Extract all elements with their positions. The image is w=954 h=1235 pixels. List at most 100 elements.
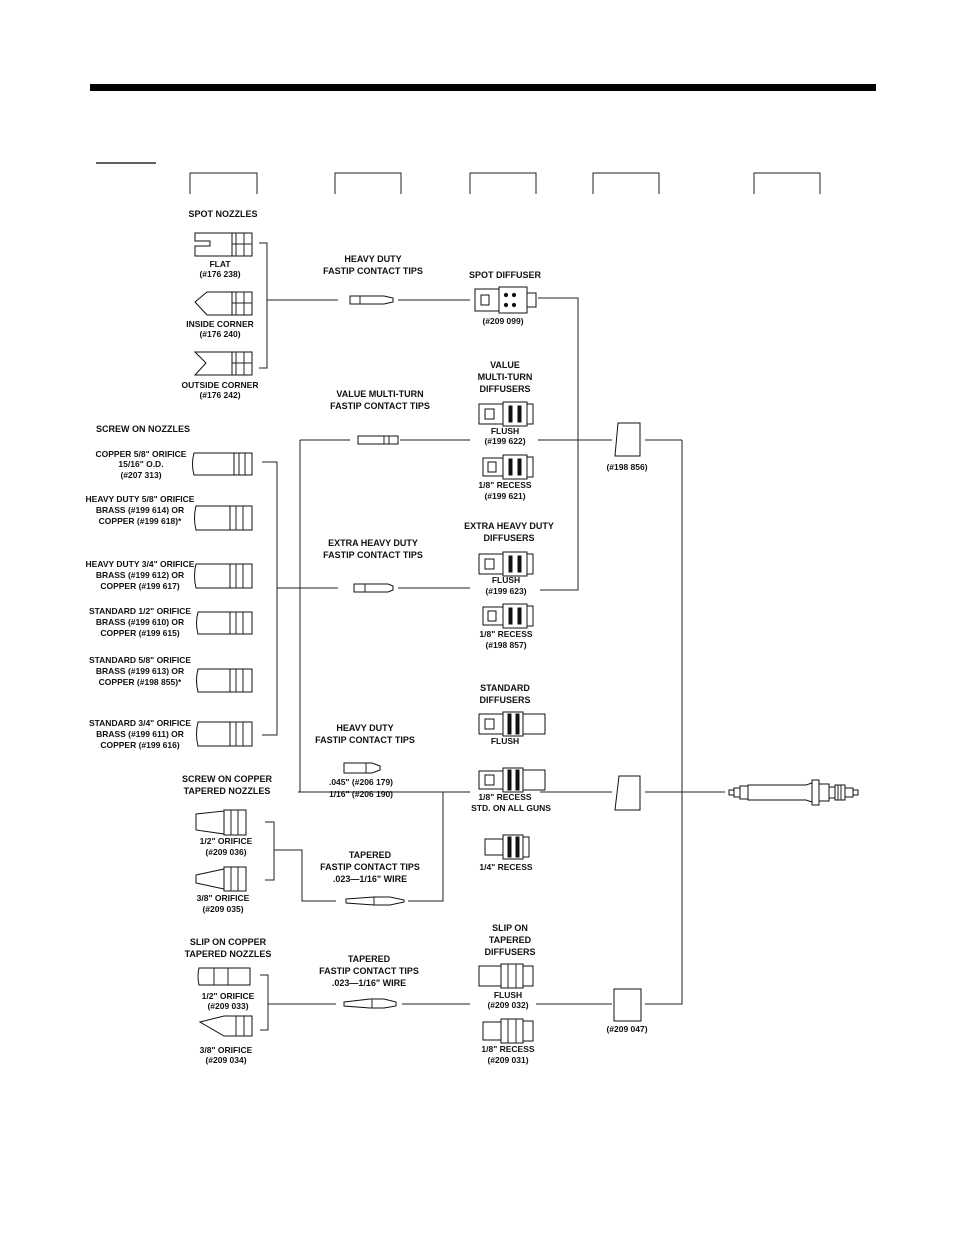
top-rule bbox=[90, 84, 876, 91]
screw-nozzle-2 bbox=[194, 505, 253, 531]
spot-nozzles-heading: SPOT NOZZLES bbox=[188, 209, 257, 219]
screw-on-nozzles-heading: SCREW ON NOZZLES bbox=[96, 424, 190, 434]
screw-nozzle-2-l2: BRASS (#199 614) OR bbox=[96, 505, 184, 515]
spot-flat-part: (#176 238) bbox=[199, 269, 240, 279]
value-flush-part: (#199 622) bbox=[484, 436, 525, 446]
std-diffuser-quarter-recess bbox=[484, 834, 530, 860]
screw-nozzle-5 bbox=[196, 668, 253, 693]
tip-hd-title-1: HEAVY DUTY bbox=[336, 723, 393, 733]
spot-inside-name: INSIDE CORNER bbox=[186, 319, 254, 329]
contact-tip-extra-heavy-duty bbox=[353, 583, 394, 593]
tip-hd-part-1: .045" (#206 179) bbox=[329, 777, 393, 787]
screw-nozzle-3 bbox=[194, 563, 253, 589]
slip-tapered-nozzle-1 bbox=[197, 967, 251, 986]
tip-value-title-2: FASTIP CONTACT TIPS bbox=[330, 401, 430, 411]
screw-tapered-1-part: (#209 036) bbox=[205, 847, 246, 857]
screw-nozzle-1-l1: COPPER 5/8" ORIFICE bbox=[96, 449, 187, 459]
slip-diffusers-title-3: DIFFUSERS bbox=[484, 947, 535, 957]
value-recess-part: (#199 621) bbox=[484, 491, 525, 501]
spot-inside-part: (#176 240) bbox=[199, 329, 240, 339]
tip-xhd-title-2: FASTIP CONTACT TIPS bbox=[323, 550, 423, 560]
tip-tapered-a-title-1: TAPERED bbox=[349, 850, 392, 860]
slip-tapered-heading-2: TAPERED NOZZLES bbox=[185, 949, 272, 959]
spot-diffuser-title: SPOT DIFFUSER bbox=[469, 270, 542, 280]
screw-tapered-nozzle-2 bbox=[195, 866, 247, 892]
tip-tapered-b-title-2: FASTIP CONTACT TIPS bbox=[319, 966, 419, 976]
screw-tapered-1-name: 1/2" ORIFICE bbox=[200, 836, 253, 846]
value-diffusers-title-1: VALUE bbox=[490, 360, 520, 370]
connector-lines bbox=[259, 242, 725, 1031]
adapter-lower bbox=[613, 988, 642, 1022]
screw-nozzle-4-l1: STANDARD 1/2" ORIFICE bbox=[89, 606, 191, 616]
screw-nozzle-2-l1: HEAVY DUTY 5/8" ORIFICE bbox=[86, 494, 195, 504]
value-recess-label: 1/8" RECESS bbox=[478, 480, 531, 490]
std-quarter-label: 1/4" RECESS bbox=[479, 862, 532, 872]
tip-hd-title-2: FASTIP CONTACT TIPS bbox=[315, 735, 415, 745]
value-diffuser-recess bbox=[482, 454, 534, 480]
screw-nozzle-2-l3: COPPER (#199 618)* bbox=[99, 516, 182, 526]
contact-tip-tapered-a bbox=[345, 896, 405, 906]
tip-hd-spot-title-1: HEAVY DUTY bbox=[344, 254, 401, 264]
slip-diffuser-flush bbox=[478, 963, 534, 989]
screw-nozzle-4-l2: BRASS (#199 610) OR bbox=[96, 617, 184, 627]
xhd-recess-part: (#198 857) bbox=[485, 640, 526, 650]
tip-hd-part-2: 1/16" (#206 190) bbox=[329, 789, 393, 799]
adapter-upper-part: (#198 856) bbox=[606, 462, 647, 472]
tip-tapered-b-title-3: .023—1/16" WIRE bbox=[332, 978, 406, 988]
std-recess-note: STD. ON ALL GUNS bbox=[471, 803, 551, 813]
contact-tip-value-multi-turn bbox=[357, 435, 399, 445]
spot-outside-part: (#176 242) bbox=[199, 390, 240, 400]
slip-tapered-1-name: 1/2" ORIFICE bbox=[202, 991, 255, 1001]
screw-nozzle-5-l2: BRASS (#199 613) OR bbox=[96, 666, 184, 676]
std-diffusers-title-2: DIFFUSERS bbox=[479, 695, 530, 705]
value-diffusers-title-3: DIFFUSERS bbox=[479, 384, 530, 394]
adapter-lower-part: (#209 047) bbox=[606, 1024, 647, 1034]
std-diffusers-title-1: STANDARD bbox=[480, 683, 530, 693]
screw-tapered-nozzle-1 bbox=[195, 809, 247, 836]
screw-nozzle-6-l3: COPPER (#199 616) bbox=[100, 740, 180, 750]
contact-tip-tapered-b bbox=[343, 998, 397, 1009]
slip-tapered-1-part: (#209 033) bbox=[207, 1001, 248, 1011]
screw-tapered-heading-1: SCREW ON COPPER bbox=[182, 774, 273, 784]
screw-nozzle-3-l2: BRASS (#199 612) OR bbox=[96, 570, 184, 580]
xhd-diffuser-recess bbox=[482, 603, 534, 629]
spot-diffuser bbox=[474, 286, 537, 314]
screw-nozzle-4-l3: COPPER (#199 615) bbox=[100, 628, 180, 638]
screw-nozzle-6-l1: STANDARD 3/4" ORIFICE bbox=[89, 718, 191, 728]
tip-tapered-a-title-2: FASTIP CONTACT TIPS bbox=[320, 862, 420, 872]
slip-tapered-nozzle-2 bbox=[198, 1015, 253, 1037]
tip-xhd-title-1: EXTRA HEAVY DUTY bbox=[328, 538, 418, 548]
screw-nozzle-1-l3: (#207 313) bbox=[120, 470, 161, 480]
contact-tip-heavy-duty bbox=[343, 762, 381, 774]
screw-tapered-heading-2: TAPERED NOZZLES bbox=[184, 786, 271, 796]
welding-gun bbox=[728, 779, 859, 806]
slip-tapered-heading-1: SLIP ON COPPER bbox=[190, 937, 267, 947]
screw-nozzle-6-l2: BRASS (#199 611) OR bbox=[96, 729, 184, 739]
slip-tapered-2-part: (#209 034) bbox=[205, 1055, 246, 1065]
contact-tip-heavy-duty-spot bbox=[349, 295, 394, 305]
screw-nozzle-5-l1: STANDARD 5/8" ORIFICE bbox=[89, 655, 191, 665]
slip-flush-label: FLUSH bbox=[494, 990, 522, 1000]
screw-nozzle-3-l3: COPPER (#199 617) bbox=[100, 581, 180, 591]
adapter-upper bbox=[614, 422, 641, 457]
slip-diffusers-title-1: SLIP ON bbox=[492, 923, 528, 933]
screw-nozzle-6 bbox=[196, 721, 253, 747]
screw-tapered-2-part: (#209 035) bbox=[202, 904, 243, 914]
xhd-flush-part: (#199 623) bbox=[485, 586, 526, 596]
column-brackets bbox=[189, 172, 821, 194]
tip-hd-spot-title-2: FASTIP CONTACT TIPS bbox=[323, 266, 423, 276]
slip-tapered-2-name: 3/8" ORIFICE bbox=[200, 1045, 253, 1055]
slip-recess-part: (#209 031) bbox=[487, 1055, 528, 1065]
spot-diffuser-part: (#209 099) bbox=[482, 316, 523, 326]
xhd-diffusers-title-1: EXTRA HEAVY DUTY bbox=[464, 521, 554, 531]
std-diffuser-recess bbox=[478, 767, 546, 793]
xhd-diffuser-flush bbox=[478, 551, 534, 577]
xhd-diffusers-title-2: DIFFUSERS bbox=[483, 533, 534, 543]
adapter-middle bbox=[614, 775, 641, 811]
xhd-flush-label: FLUSH bbox=[492, 575, 520, 585]
spot-nozzle-inside-corner bbox=[194, 291, 253, 316]
screw-nozzle-1 bbox=[192, 452, 253, 476]
value-diffusers-title-2: MULTI-TURN bbox=[478, 372, 533, 382]
value-diffuser-flush bbox=[478, 401, 534, 427]
